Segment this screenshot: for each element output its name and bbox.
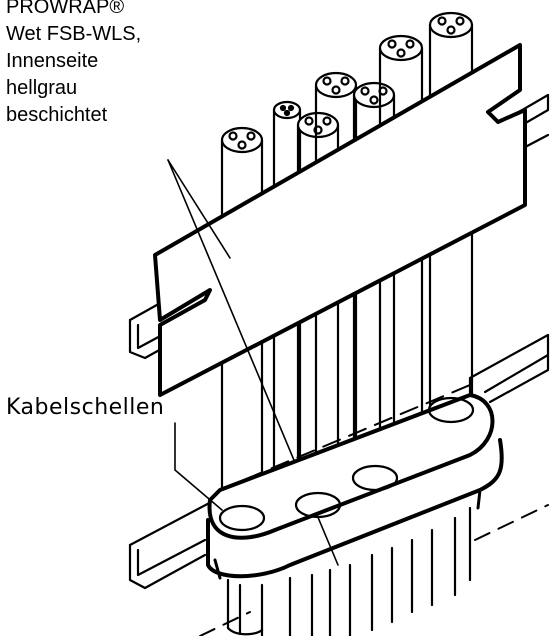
floor-line-left <box>199 611 251 636</box>
prowrap-label: PROWRAP® Wet FSB-WLS, Innenseite hellgra… <box>6 0 141 129</box>
lower-rail <box>128 333 550 590</box>
prowrap-label-line-5: beschichtet <box>6 104 108 126</box>
floor-line-right <box>474 504 549 541</box>
cable-clamp-collar <box>206 393 504 580</box>
kabelschellen-label: Kabelschellen <box>6 395 165 420</box>
prowrap-label-line-1: PROWRAP® <box>6 0 125 18</box>
prowrap-label-line-4: hellgrau <box>6 77 78 99</box>
lower-cable-bundle <box>226 506 472 636</box>
leader-line-prowrap <box>167 159 231 259</box>
prowrap-band <box>153 43 527 397</box>
hidden-edge-line <box>219 384 471 491</box>
prowrap-label-line-2: Wet FSB-WLS, <box>6 23 142 45</box>
leader-line-clamps <box>174 422 223 511</box>
prowrap-label-line-3: Innenseite <box>6 50 99 72</box>
